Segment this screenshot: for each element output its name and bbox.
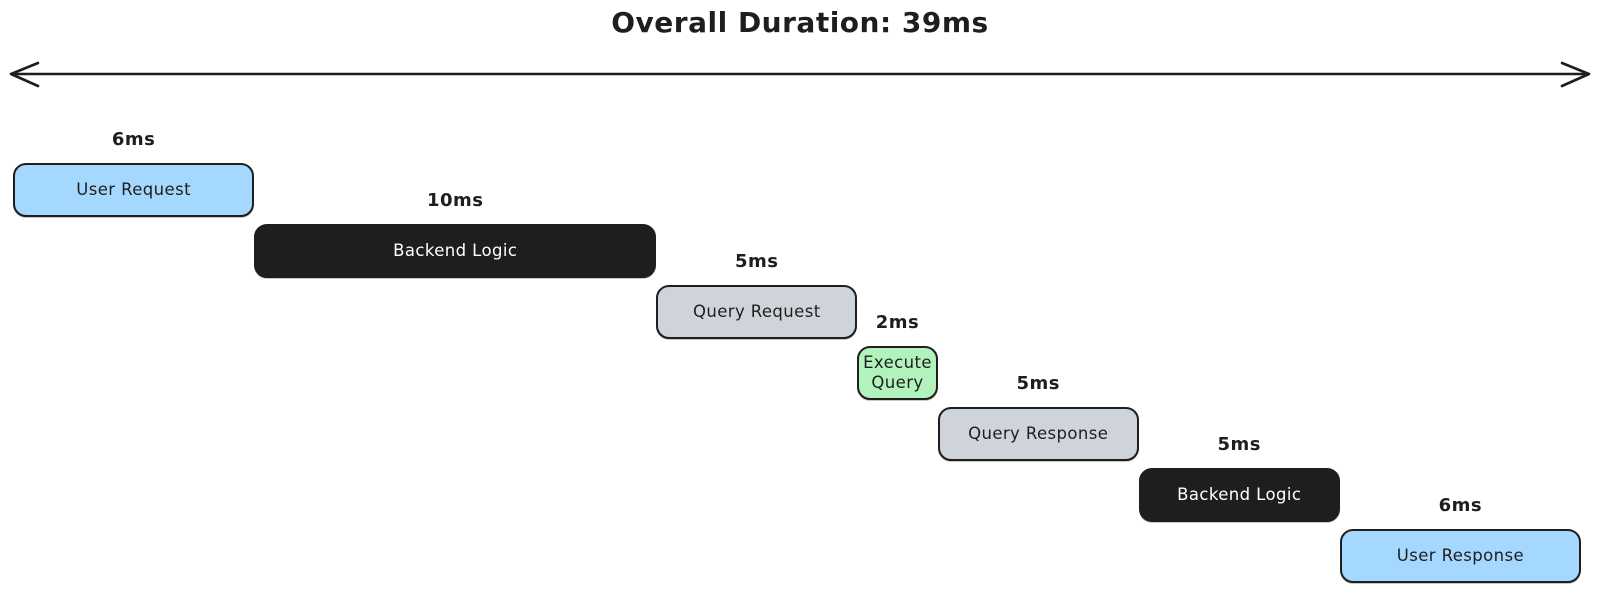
task-duration-label: 2ms (875, 312, 920, 333)
task-label: Execute Query (863, 353, 932, 392)
task-duration-label: 5ms (735, 251, 779, 272)
arrowhead-right-icon (1560, 61, 1591, 88)
task-bar-user-response: User Response (1339, 529, 1581, 583)
task-label: User Response (1396, 546, 1525, 566)
diagram-title: Overall Duration: 39ms (611, 6, 989, 39)
task-label: Backend Logic (393, 241, 518, 261)
task-label: User Request (76, 180, 191, 200)
task-label: Backend Logic (1177, 485, 1302, 505)
task-duration-label: 6ms (111, 129, 156, 150)
task-duration-label: 5ms (1217, 434, 1261, 455)
task-bar-backend-logic: Backend Logic (254, 224, 657, 278)
task-bar-backend-logic: Backend Logic (1138, 468, 1340, 522)
task-bar-execute-query: Execute Query (857, 346, 938, 400)
task-label: Query Response (968, 424, 1109, 444)
arrowhead-left-icon (9, 61, 40, 88)
task-duration-label: 10ms (426, 190, 484, 211)
task-label: Query Request (692, 302, 821, 322)
task-duration-label: 5ms (1016, 373, 1060, 394)
task-bar-query-request: Query Request (656, 285, 858, 339)
overall-duration-arrow (9, 61, 1591, 88)
task-duration-label: 6ms (1438, 495, 1483, 516)
task-bar-user-request: User Request (13, 163, 255, 217)
task-bar-query-response: Query Response (937, 407, 1139, 461)
